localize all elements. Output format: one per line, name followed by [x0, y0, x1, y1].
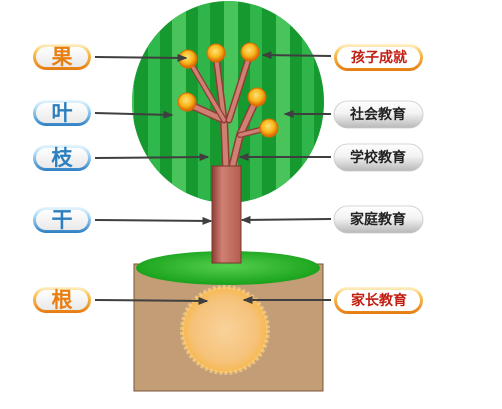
- arrow-branch: [94, 153, 210, 162]
- left-label-trunk: 干: [33, 207, 213, 233]
- root-glow: [182, 287, 268, 373]
- right-label-social-education: 社会教育: [283, 100, 424, 129]
- arrow-family-education: [240, 215, 332, 224]
- tree-fruits: [177, 42, 279, 138]
- right-label-family-education: 家庭教育: [240, 205, 424, 234]
- right-label-school-education: 学校教育: [238, 143, 424, 172]
- right-label-school-education-text: 学校教育: [350, 149, 406, 166]
- right-label-child-achievement-text: 孩子成就: [351, 49, 407, 66]
- left-label-leaf: 叶: [33, 100, 174, 126]
- left-label-root-text: 根: [52, 287, 73, 312]
- soil-block: [133, 263, 324, 392]
- tree-branches: [184, 50, 271, 172]
- left-label-fruit-text: 果: [52, 44, 73, 69]
- left-label-root: 根: [33, 287, 209, 313]
- fruit-1: [178, 49, 198, 69]
- arrow-fruit: [94, 53, 188, 62]
- fruit-5: [247, 87, 267, 107]
- tree-trunk: [211, 165, 242, 264]
- right-label-social-education-text: 社会教育: [349, 106, 406, 123]
- arrow-child-achievement: [261, 51, 332, 60]
- grass-top: [136, 251, 320, 285]
- left-label-fruit: 果: [33, 44, 188, 70]
- left-label-branch-text: 枝: [52, 145, 74, 170]
- right-label-family-education-text: 家庭教育: [350, 211, 406, 228]
- left-label-branch: 枝: [33, 145, 210, 171]
- arrow-root: [94, 296, 209, 305]
- right-label-parent-education-text: 家长教育: [351, 292, 407, 309]
- fruit-3: [240, 42, 260, 62]
- right-label-child-achievement: 孩子成就: [261, 44, 423, 71]
- fruit-6: [259, 118, 279, 138]
- fruit-2: [206, 43, 226, 63]
- left-label-leaf-text: 叶: [52, 100, 73, 125]
- left-label-trunk-text: 干: [52, 207, 73, 232]
- fruit-4: [177, 92, 197, 112]
- right-label-parent-education: 家长教育: [242, 287, 423, 314]
- arrow-trunk: [94, 216, 213, 225]
- arrow-leaf: [94, 110, 174, 119]
